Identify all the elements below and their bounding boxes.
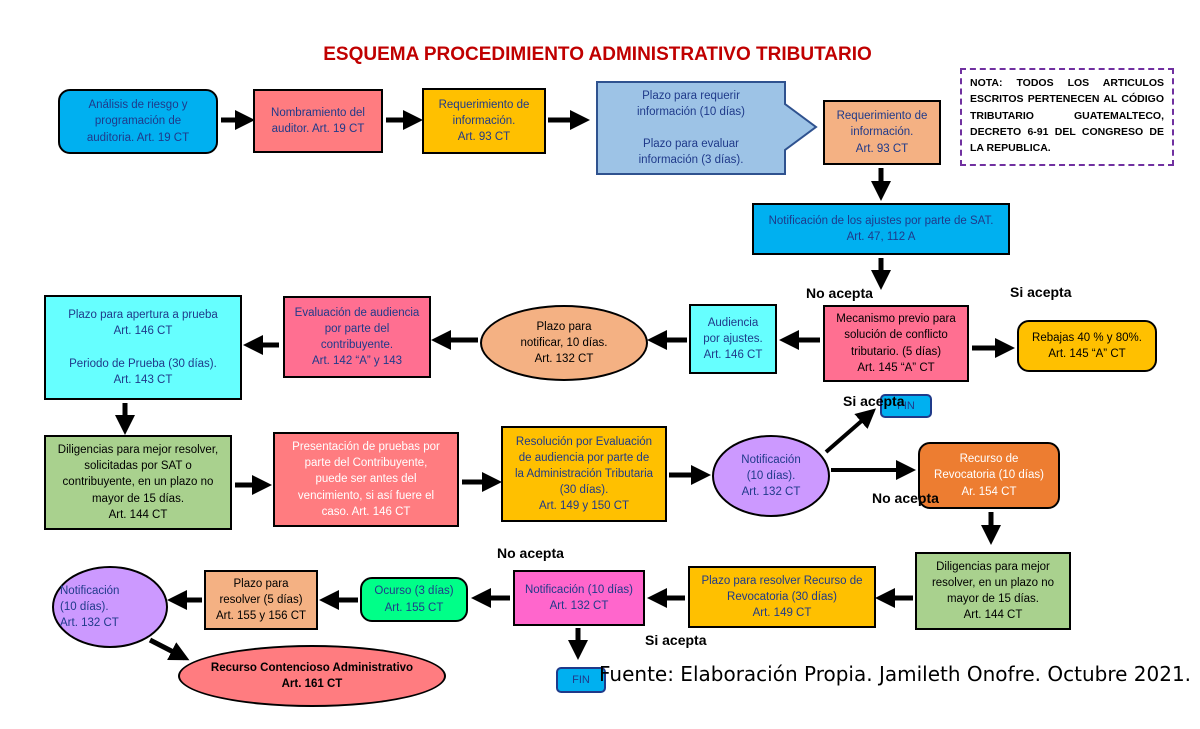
label-no-acepta-3: No acepta — [497, 545, 564, 561]
label-no-acepta-2: No acepta — [872, 490, 939, 506]
node-notificacion-1: Notificación (10 días). Art. 132 CT — [712, 435, 830, 517]
nota-box: NOTA: TODOS LOS ARTICULOS ESCRITOS PERTE… — [960, 68, 1174, 166]
node-plazo-resolver-5: Plazo para resolver (5 días) Art. 155 y … — [204, 570, 318, 630]
fin-box-2: FIN — [556, 667, 606, 693]
node-requerimiento-informacion-1: Requerimiento de información. Art. 93 CT — [422, 88, 546, 154]
label-no-acepta-1: No acepta — [806, 285, 873, 301]
label-si-acepta-3: Si acepta — [645, 632, 707, 648]
node-plazo-prueba: Plazo para apertura a prueba Art. 146 CT… — [44, 295, 242, 400]
arrow-notificacion1-fin — [824, 408, 877, 454]
node-diligencias-mejor-resolver-1: Diligencias para mejor resolver, solicit… — [44, 435, 232, 530]
node-evaluacion-audiencia: Evaluación de audiencia por parte del co… — [283, 296, 431, 378]
node-notificacion-ajustes: Notificación de los ajustes por parte de… — [752, 203, 1010, 255]
diagram-title: ESQUEMA PROCEDIMIENTO ADMINISTRATIVO TRI… — [323, 44, 872, 65]
node-recurso-revocatoria: Recurso de Revocatoria (10 días) Ar. 154… — [918, 442, 1060, 509]
fin-box-1: FIN — [880, 394, 932, 418]
source-caption: Fuente: Elaboración Propia. Jamileth Ono… — [599, 662, 1192, 686]
node-plazo-requerir: Plazo para requerir información (10 días… — [636, 89, 746, 167]
label-si-acepta-1: Si acepta — [1010, 284, 1072, 300]
node-plazo-resolver-recurso: Plazo para resolver Recurso de Revocator… — [688, 566, 876, 628]
node-audiencia-ajustes: Audiencia por ajustes. Art. 146 CT — [689, 304, 777, 374]
node-recurso-contencioso: Recurso Contencioso Administrativo Art. … — [178, 645, 446, 707]
node-resolucion-evaluacion: Resolución por Evaluación de audiencia p… — [501, 426, 667, 522]
node-requerimiento-informacion-2: Requerimiento de información. Art. 93 CT — [823, 100, 941, 165]
node-notificacion-2: Notificación (10 días) Art. 132 CT — [513, 570, 645, 626]
node-presentacion-pruebas: Presentación de pruebas por parte del Co… — [273, 432, 459, 527]
node-ocurso: Ocurso (3 días) Art. 155 CT — [360, 577, 468, 622]
node-notificacion-3: Notificación (10 días). Art. 132 CT — [52, 566, 168, 648]
node-mecanismo-previo: Mecanismo previo para solución de confli… — [823, 305, 969, 382]
node-rebajas: Rebajas 40 % y 80%. Art. 145 “A” CT — [1017, 320, 1157, 372]
node-nombramiento-auditor: Nombramiento del auditor. Art. 19 CT — [253, 89, 383, 153]
label-si-acepta-2: Si acepta — [843, 393, 905, 409]
node-diligencias-mejor-resolver-2: Diligencias para mejor resolver, en un p… — [915, 552, 1071, 630]
node-analisis-riesgo: Análisis de riesgo y programación de aud… — [58, 89, 218, 154]
node-plazo-notificar: Plazo para notificar, 10 días. Art. 132 … — [480, 305, 648, 381]
block-arrow-plazo-requerir — [596, 81, 818, 175]
arrow-notificacion3-contencioso — [148, 637, 190, 661]
